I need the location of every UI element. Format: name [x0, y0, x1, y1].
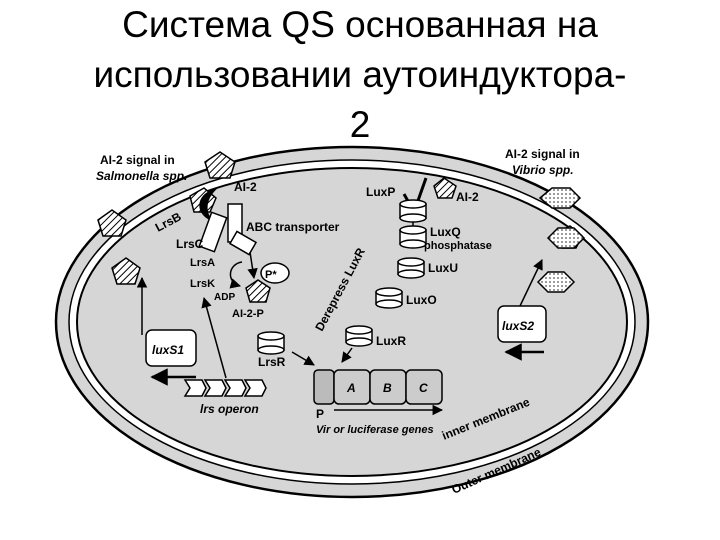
luxs1-box — [145, 329, 197, 367]
label-luxr: LuxR — [376, 334, 406, 348]
label-lrsk: LrsK — [190, 278, 215, 290]
lrsr-cylinder — [257, 331, 285, 355]
label-phosphatase: phosphatase — [424, 240, 492, 252]
luxs2-up-arrow — [519, 259, 543, 307]
lrs-operon-up-arrow — [201, 296, 227, 379]
ai2-molecule-dotted — [546, 227, 586, 249]
title-line-3: 2 — [349, 104, 371, 145]
label-luxs1: luxS1 — [152, 343, 184, 357]
label-gene-b: B — [383, 381, 392, 395]
label-lrs-operon: lrs operon — [200, 402, 259, 416]
label-luxs2: luxS2 — [502, 319, 534, 333]
luxr-to-genes-arrow — [341, 347, 353, 363]
label-vir-genes: Vir or luciferase genes — [316, 424, 434, 436]
p-star-circle — [260, 262, 290, 284]
label-luxo: LuxO — [406, 293, 437, 307]
label-adp: ADP — [214, 292, 235, 303]
luxq-cylinders — [399, 199, 427, 249]
label-luxq: LuxQ — [430, 225, 461, 239]
label-abc-transporter: ABC transporter — [246, 220, 340, 234]
title-line-2: использовании аутоиндуктора- — [93, 54, 627, 95]
label-ai2-left: AI-2 — [234, 180, 257, 194]
abc-to-ai2p-arrow — [247, 251, 258, 280]
ai2-molecule-dotted — [536, 271, 576, 293]
ai2-molecule-hatched — [433, 177, 457, 199]
luxu-cylinder — [397, 257, 425, 279]
label-ai2-vibrio-line2: Vibrio spp. — [512, 163, 574, 177]
lrs-operon-arrows — [183, 379, 267, 397]
label-ai2-vibrio-line1: AI-2 signal in — [505, 147, 580, 161]
label-luxu: LuxU — [428, 261, 458, 275]
ai2-molecule-hatched — [245, 279, 271, 303]
ai2-molecule-dotted — [538, 187, 582, 209]
label-ai2p: AI-2-P — [232, 308, 264, 320]
label-p-star: P* — [265, 269, 277, 281]
label-promoter: P — [316, 407, 324, 421]
luxs2-box — [497, 305, 547, 343]
lrsr-to-promoter-arrow — [291, 351, 315, 366]
label-lrsc: LrsC — [176, 237, 204, 251]
title-line-1: Система QS основанная на — [122, 4, 598, 45]
lrsb-protein — [199, 188, 218, 222]
ai2-molecule-hatched — [204, 151, 236, 179]
label-ai2-right: AI-2 — [456, 190, 479, 204]
gene-cluster — [313, 369, 443, 405]
label-ai2-salmonella-line2: Salmonella spp. — [96, 169, 187, 183]
label-ai2-salmonella-line1: AI-2 signal in — [100, 153, 175, 167]
lrsk-arc — [229, 261, 243, 289]
label-luxp: LuxP — [366, 185, 395, 199]
label-lrsr: LrsR — [258, 355, 286, 369]
label-lrsa: LrsA — [190, 257, 215, 269]
luxr-cylinder — [345, 325, 373, 347]
ai2-molecule-hatched — [111, 257, 141, 285]
abc-transporter — [198, 203, 258, 256]
slide-title: Система QS основанная на использовании а… — [0, 0, 720, 150]
ai2-molecule-hatched — [97, 209, 127, 237]
label-gene-c: C — [419, 381, 428, 395]
luxo-cylinder — [375, 287, 403, 309]
label-gene-a: A — [346, 381, 356, 395]
